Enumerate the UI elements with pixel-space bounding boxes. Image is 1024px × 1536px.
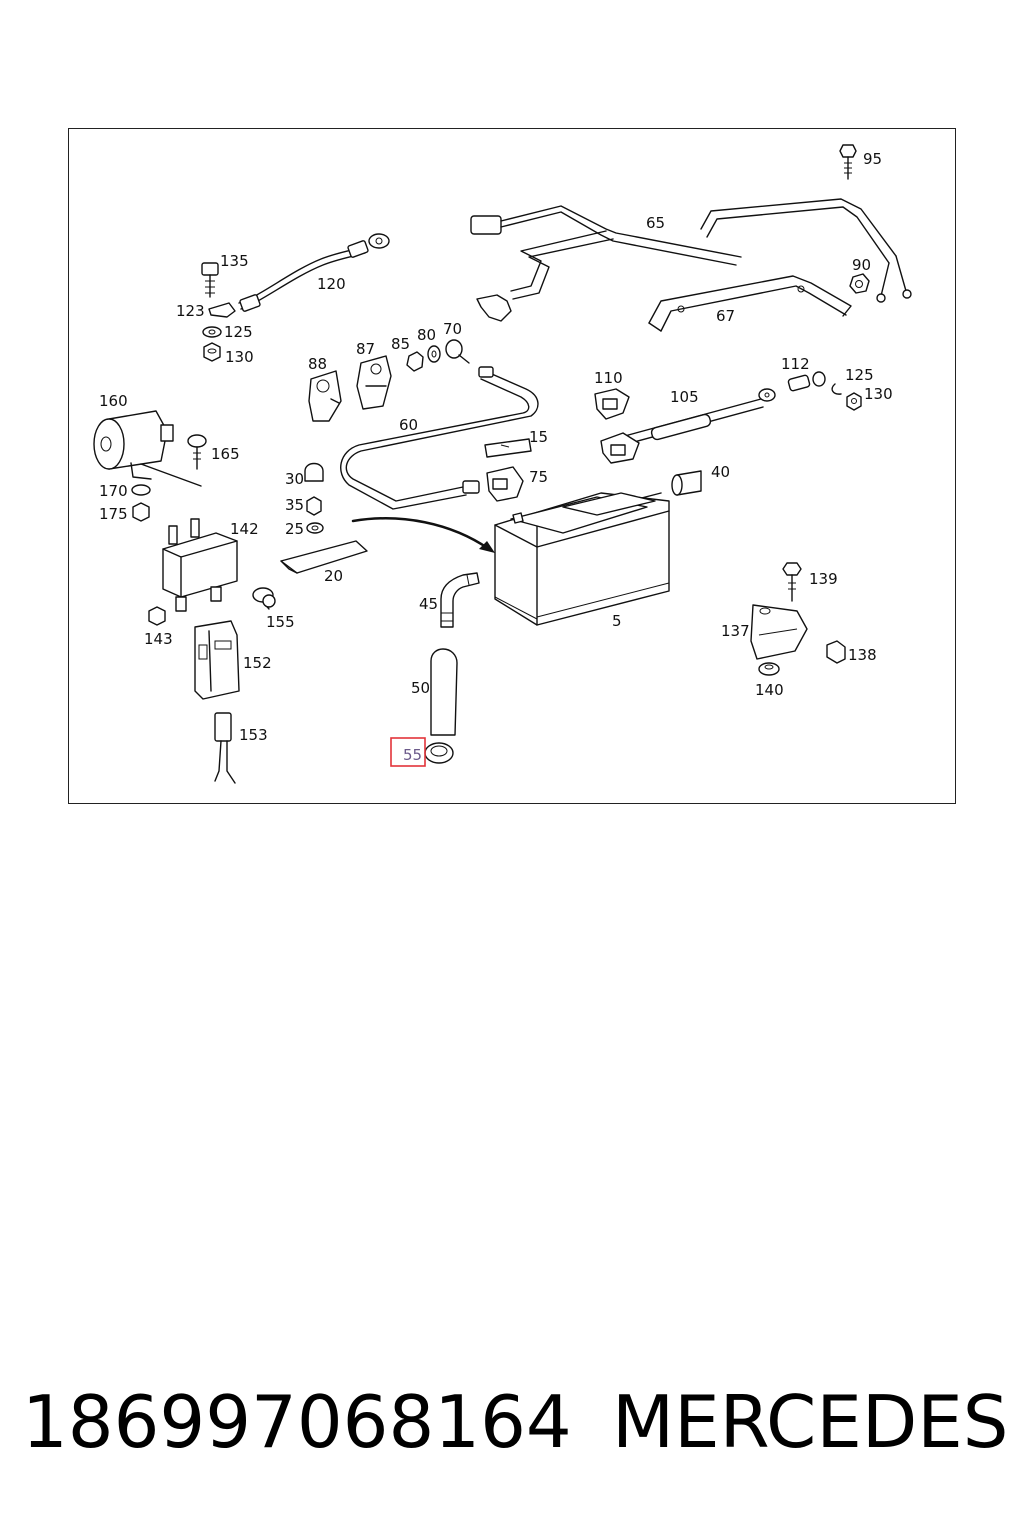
callout-50: 50 — [411, 679, 430, 697]
callout-120: 120 — [317, 275, 346, 293]
nut-part-175 — [132, 502, 150, 522]
brand-name: MERCEDES — [612, 1380, 1009, 1464]
bracket-part-15 — [484, 438, 532, 458]
washer-part-170 — [131, 484, 151, 496]
callout-142: 142 — [230, 520, 259, 538]
callout-112: 112 — [781, 355, 810, 373]
callout-25: 25 — [285, 520, 304, 538]
nut-part-130a — [203, 342, 221, 362]
terminal-part-112 — [787, 371, 826, 392]
callout-15: 15 — [529, 428, 548, 446]
callout-75: 75 — [529, 468, 548, 486]
terminal-part-153 — [214, 712, 236, 784]
callout-160: 160 — [99, 392, 128, 410]
bracket-part-88 — [308, 370, 342, 422]
callout-175: 175 — [99, 505, 128, 523]
connector-housing-part-152 — [194, 620, 240, 700]
callout-20: 20 — [324, 567, 343, 585]
terminal-cover-part-20 — [280, 540, 368, 574]
callout-65: 65 — [646, 214, 665, 232]
washer-part-25 — [306, 522, 324, 534]
bolt-part-139 — [782, 562, 802, 602]
bolt-part-135 — [201, 262, 219, 298]
grommet-part-55 — [424, 742, 454, 764]
bolt-part-95 — [839, 144, 857, 180]
highlight-box-55 — [390, 737, 426, 767]
callout-105: 105 — [670, 388, 699, 406]
callout-35: 35 — [285, 496, 304, 514]
callout-130a: 130 — [225, 348, 254, 366]
clip-part-123 — [208, 302, 236, 318]
callout-5: 5 — [612, 612, 622, 630]
screw-part-155 — [252, 587, 276, 610]
callout-67: 67 — [716, 307, 735, 325]
callout-90: 90 — [852, 256, 871, 274]
terminal-clamp-part-75 — [486, 466, 524, 502]
callout-87: 87 — [356, 340, 375, 358]
nut-part-85 — [406, 351, 424, 372]
ground-strap-part-67 — [648, 275, 852, 332]
callout-95: 95 — [863, 150, 882, 168]
callout-55-highlighted[interactable]: 55 — [403, 746, 422, 764]
callout-110: 110 — [594, 369, 623, 387]
battery-cable-part-60 — [340, 366, 539, 510]
callout-80: 80 — [417, 326, 436, 344]
washer-part-125a — [202, 326, 222, 338]
nut-part-90 — [849, 273, 870, 294]
terminal-clamp-part-110 — [594, 388, 630, 420]
plug-part-40 — [671, 470, 702, 496]
callout-88: 88 — [308, 355, 327, 373]
starter-relay-part-160 — [93, 410, 202, 487]
cap-nut-part-30 — [304, 462, 324, 482]
washer-part-80 — [427, 345, 441, 363]
relay-box-part-142 — [162, 518, 238, 612]
callout-45: 45 — [419, 595, 438, 613]
callout-170: 170 — [99, 482, 128, 500]
screw-part-165 — [187, 434, 207, 470]
callout-125b: 125 — [845, 366, 874, 384]
callout-60: 60 — [399, 416, 418, 434]
battery-cable-part-120 — [238, 233, 390, 312]
callout-123: 123 — [176, 302, 205, 320]
callout-30: 30 — [285, 470, 304, 488]
callout-155: 155 — [266, 613, 295, 631]
bracket-part-137 — [750, 604, 808, 660]
battery-cable-part-105 — [600, 388, 776, 464]
callout-165: 165 — [211, 445, 240, 463]
parts-diagram-frame: 95 65 90 67 135 120 123 125 130 88 87 85… — [68, 128, 956, 804]
nut-part-143 — [148, 606, 166, 626]
wiring-harness-part-65 — [470, 198, 912, 322]
callout-70: 70 — [443, 320, 462, 338]
callout-137: 137 — [721, 622, 750, 640]
part-number: 186997068164 — [22, 1380, 572, 1464]
callout-40: 40 — [711, 463, 730, 481]
callout-143: 143 — [144, 630, 173, 648]
vent-hose-part-50 — [430, 648, 458, 736]
nut-part-138 — [826, 640, 846, 664]
callout-139: 139 — [809, 570, 838, 588]
callout-138: 138 — [848, 646, 877, 664]
nut-part-130b — [846, 392, 862, 411]
battery-part-5 — [494, 492, 670, 626]
nut-part-140 — [758, 662, 780, 676]
caption-bar: 186997068164 MERCEDES — [0, 1372, 1024, 1472]
nut-part-35 — [306, 496, 322, 516]
terminal-part-70 — [445, 339, 470, 364]
parts-diagram: 95 65 90 67 135 120 123 125 130 88 87 85… — [93, 144, 912, 784]
vent-elbow-part-45 — [440, 572, 480, 628]
callout-130b: 130 — [864, 385, 893, 403]
washer-part-125b — [831, 383, 842, 395]
callout-153: 153 — [239, 726, 268, 744]
callout-125a: 125 — [224, 323, 253, 341]
bracket-part-87 — [356, 355, 392, 410]
callout-135: 135 — [220, 252, 249, 270]
callout-152: 152 — [243, 654, 272, 672]
callout-85: 85 — [391, 335, 410, 353]
callout-140: 140 — [755, 681, 784, 699]
